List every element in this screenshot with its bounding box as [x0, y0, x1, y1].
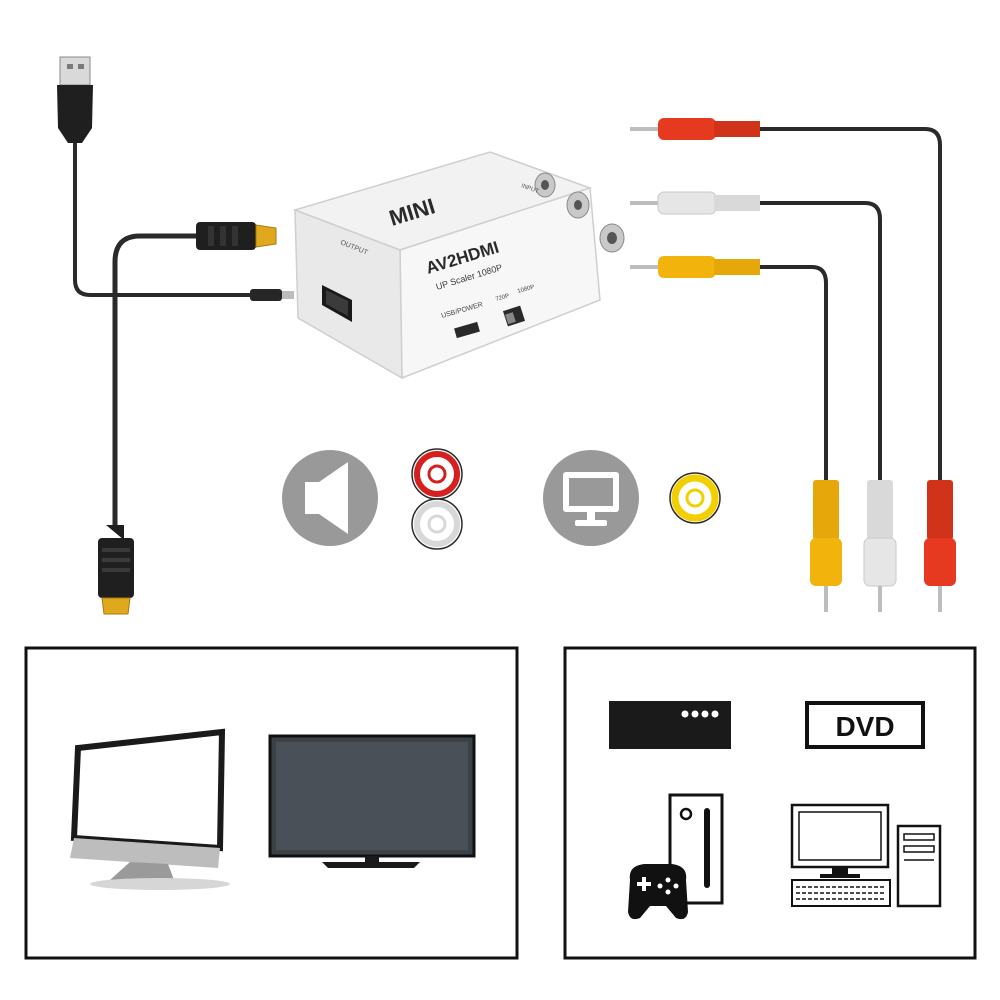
game-console-icon: [628, 793, 724, 920]
audio-jack-icons: [411, 448, 463, 550]
desktop-monitor-icon: [70, 728, 230, 890]
hdmi-cable: [98, 222, 277, 615]
rca-cable-red: [630, 118, 956, 612]
monitor-icon: [543, 450, 639, 546]
rca-cable-white: [630, 191, 897, 612]
usb-power-port: [454, 321, 480, 339]
converter-box: MINI AV2HDMI UP Scaler 1080P OUTPUT INPU…: [292, 151, 625, 380]
input-devices-panel: DVD: [563, 646, 977, 960]
video-jack-icon: [669, 472, 721, 524]
output-devices-panel: [24, 646, 519, 960]
switch-1080-label: 1080P: [517, 284, 535, 295]
desktop-computer-icon: [790, 803, 942, 908]
dvd-player-icon: DVD: [805, 701, 925, 749]
set-top-box-icon: [609, 701, 731, 749]
dvd-label: DVD: [835, 711, 894, 742]
rca-cable-yellow: [630, 256, 842, 612]
television-icon: [268, 734, 476, 868]
rca-input-jacks: [534, 172, 625, 253]
usb-cable: [57, 56, 294, 301]
input-label: INPUT: [520, 183, 539, 195]
speaker-icon: [282, 450, 378, 546]
switch-720-label: 720P: [495, 293, 510, 303]
